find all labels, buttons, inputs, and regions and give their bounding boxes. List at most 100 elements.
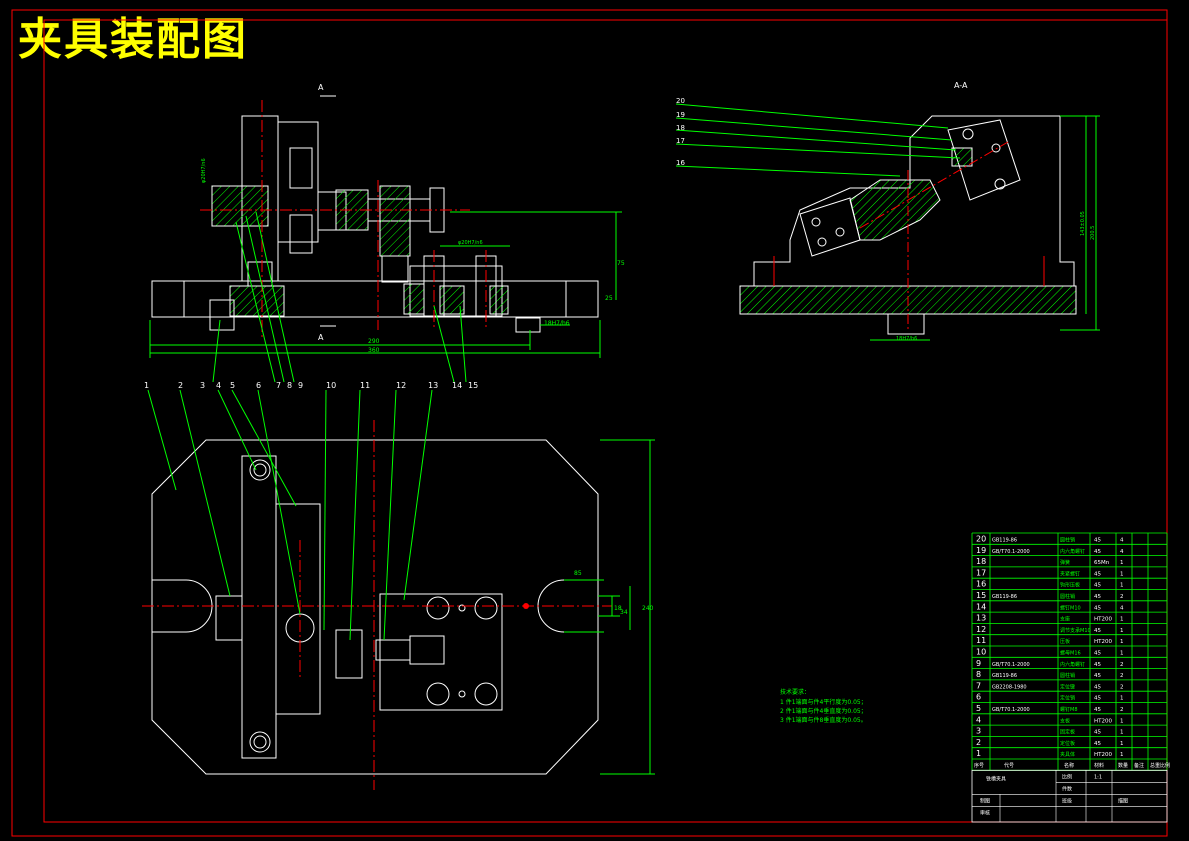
bom-no: 16 [976, 580, 986, 589]
plan-support-column [241, 455, 277, 759]
dim-18: 18 [614, 605, 622, 612]
bom-code: GB/T70.1-2000 [992, 549, 1030, 555]
bom-material: 45 [1094, 741, 1101, 747]
bom-name: 圆柱销 [1060, 672, 1075, 679]
callout-2: 2 [178, 381, 183, 390]
base-plate [151, 280, 599, 318]
dim-25: 25 [605, 295, 613, 302]
bom-name: 螺钉M10 [1060, 604, 1081, 611]
tb-scale: 1:1 [1094, 774, 1102, 780]
bom-material: 45 [1094, 696, 1101, 702]
bom-qty: 2 [1120, 684, 1124, 690]
tb-scale-label: 比例 [1062, 773, 1072, 780]
dim-200: 200.5 [1090, 226, 1096, 240]
bom-name: 螺母M16 [1060, 650, 1081, 657]
bom-material: 45 [1094, 651, 1101, 657]
tb-check-label: 审核 [980, 809, 990, 816]
bom-no: 3 [976, 727, 981, 736]
callout-12: 12 [396, 381, 406, 390]
dim-85: 85 [574, 570, 582, 577]
dim-143: 143±0.05 [1080, 211, 1086, 236]
section-mark-a-bottom: A [318, 333, 324, 342]
bom-name: 螺钉M8 [1060, 706, 1078, 713]
technical-notes: 技术要求： 1 件1端面与件4平行度为0.05； 2 件1端面与件4垂直度为0.… [780, 688, 867, 724]
tb-school-label: 班级 [1062, 797, 1072, 804]
bom-no: 15 [976, 591, 986, 600]
callout-17: 17 [676, 137, 685, 145]
bom-name: 支板 [1060, 717, 1070, 724]
bom-material: 65Mn [1094, 560, 1110, 566]
plan-view: 85 18 34 240 1 2 10 11 12 13 [142, 381, 655, 790]
callout-9: 9 [298, 381, 303, 390]
bom-material: 45 [1094, 730, 1101, 736]
bom-code: GB2208-1980 [992, 684, 1027, 690]
callout-3: 3 [200, 381, 205, 390]
plan-support-block [379, 593, 503, 711]
bom-no: 8 [976, 670, 981, 679]
callout-20: 20 [676, 97, 685, 105]
plan-body-outline [151, 439, 599, 775]
pressing-block [379, 185, 411, 257]
bom-material: 45 [1094, 673, 1101, 679]
bom-no: 10 [976, 648, 986, 657]
bom-no: 2 [976, 738, 981, 747]
bom-qty: 1 [1120, 639, 1124, 645]
bom-material: 45 [1094, 571, 1101, 577]
bom-no: 1 [976, 749, 981, 758]
hook-plate [947, 119, 1021, 201]
bom-qty: 4 [1120, 538, 1124, 544]
bom-qty: 4 [1120, 605, 1124, 611]
bom-material: HT200 [1094, 617, 1112, 623]
bom-name: 圆柱销 [1060, 537, 1075, 544]
bom-name: 定位板 [1060, 740, 1075, 747]
callout-13: 13 [428, 381, 438, 390]
tb-part-name: 铣槽夹具 [986, 775, 1006, 782]
dim-18h7: 18H7/h6 [544, 320, 570, 327]
callout-1: 1 [144, 381, 149, 390]
notes-line-1: 1 件1端面与件4平行度为0.05； [780, 698, 867, 706]
bom-qty: 1 [1120, 651, 1124, 657]
bom-no: 17 [976, 568, 986, 577]
callout-19: 19 [676, 111, 685, 119]
dim-bolt-fit: φ20H7/n6 [458, 240, 483, 246]
bom-name: 钩形压板 [1060, 582, 1080, 589]
bom-material: 45 [1094, 549, 1101, 555]
bom-qty: 1 [1120, 583, 1124, 589]
bom-no: 18 [976, 557, 986, 566]
bom-no: 20 [976, 535, 986, 544]
callout-4: 4 [216, 381, 221, 390]
dim-section-fit: 18H7/h6 [896, 336, 917, 342]
bom-material: 45 [1094, 662, 1101, 668]
bom-material: 45 [1094, 538, 1101, 544]
bom-name: 调节支承M10 [1060, 627, 1091, 634]
tb-weight-label: 件数 [1062, 785, 1072, 792]
dim-phi20: φ20H7/n6 [201, 158, 207, 183]
hatched-clamp-left [211, 185, 269, 227]
bom-qty: 1 [1120, 628, 1124, 634]
notes-heading: 技术要求： [780, 688, 810, 696]
section-mark-a-top: A [318, 83, 324, 92]
bom-name: 压板 [1060, 638, 1070, 645]
section-body [753, 115, 1075, 287]
bom-no: 11 [976, 636, 986, 645]
bom-qty: 1 [1120, 696, 1124, 702]
bom-qty: 4 [1120, 549, 1124, 555]
notes-line-2: 2 件1端面与件4垂直度为0.05； [780, 707, 867, 715]
bom-material: 45 [1094, 583, 1101, 589]
bom-header-cell: 总重 [1150, 762, 1160, 769]
bom-qty: 1 [1120, 718, 1124, 724]
section-view-aa: A-A [675, 81, 1100, 342]
bom-name: 夹具体 [1060, 751, 1075, 758]
bom-qty: 2 [1120, 662, 1124, 668]
bom-no: 7 [976, 681, 981, 690]
bom-header-cell: 序号 [974, 762, 984, 769]
bom-header-cell: 代号 [1004, 762, 1014, 769]
callout-18: 18 [676, 124, 685, 132]
bom-qty: 1 [1120, 571, 1124, 577]
bom-material: 45 [1094, 605, 1101, 611]
bom-name: 内六角螺钉 [1060, 661, 1085, 668]
